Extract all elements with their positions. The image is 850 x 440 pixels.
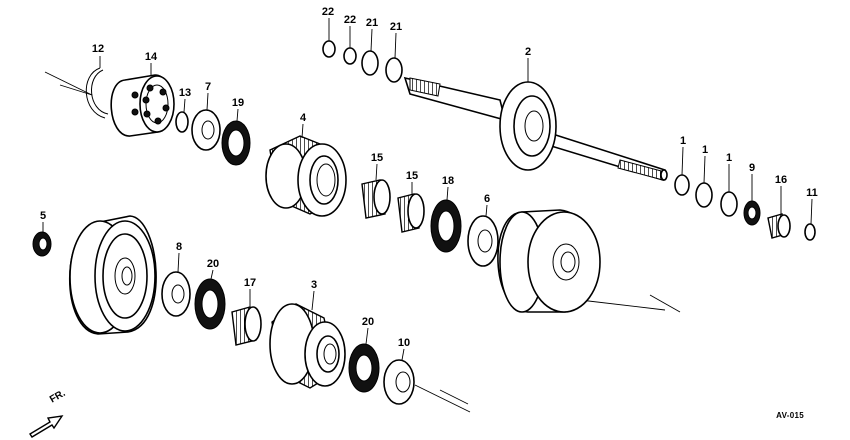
callout-18: 18 [441, 175, 455, 187]
thrust-washer-7 [191, 109, 221, 151]
callout-20a: 20 [206, 258, 220, 270]
snap-ring-21b [385, 57, 403, 83]
callout-3: 3 [310, 279, 318, 291]
callout-7: 7 [204, 81, 212, 93]
needle-bearing-15a [361, 179, 391, 219]
thrust-washer-10 [383, 359, 415, 405]
circlip-13 [175, 111, 189, 133]
oil-seal-5 [32, 231, 52, 257]
gear-3 [269, 303, 346, 389]
callout-4: 4 [299, 112, 307, 124]
snap-ring-12 [85, 67, 109, 119]
callout-11: 11 [806, 187, 818, 199]
callout-12: 12 [91, 43, 105, 55]
snap-ring-1a [674, 174, 690, 196]
clutch-drum-left [68, 215, 157, 335]
shim-22b [343, 47, 357, 65]
callout-1b: 1 [701, 144, 709, 156]
callout-15b: 15 [405, 170, 419, 182]
ball-bearing-14 [110, 74, 175, 137]
callout-21a: 21 [365, 17, 379, 29]
thrust-bearing-20a [194, 278, 226, 330]
centerline-upper [44, 71, 93, 96]
shim-22a [322, 40, 336, 58]
callout-10: 10 [397, 337, 411, 349]
gear-4 [265, 135, 347, 217]
callout-2: 2 [524, 46, 532, 58]
diagram-code: AV-015 [776, 411, 804, 420]
thrust-bearing-18 [430, 199, 462, 253]
callout-19: 19 [231, 97, 245, 109]
needle-bearing-16 [767, 213, 791, 239]
callout-1c: 1 [725, 152, 733, 164]
callout-21b: 21 [389, 21, 403, 33]
callout-22b: 22 [343, 14, 357, 26]
callout-8: 8 [175, 241, 183, 253]
front-arrow-icon [29, 415, 64, 438]
snap-ring-21a [361, 50, 379, 76]
callout-13: 13 [178, 87, 192, 99]
callout-14: 14 [144, 51, 158, 63]
centerline-lower [414, 294, 681, 413]
callout-22a: 22 [321, 6, 335, 18]
needle-bearing-17 [231, 306, 262, 346]
needle-bearing-15b [397, 193, 425, 233]
callout-15a: 15 [370, 152, 384, 164]
callout-16: 16 [774, 174, 788, 186]
callout-17: 17 [243, 277, 257, 289]
snap-ring-1c [720, 191, 738, 217]
snap-ring-11 [804, 223, 816, 241]
thrust-washer-6 [467, 215, 499, 267]
leader-lines [42, 18, 813, 361]
thrust-washer-8 [161, 271, 191, 317]
callout-6: 6 [483, 193, 491, 205]
clutch-drum-right [497, 209, 601, 313]
callout-20b: 20 [361, 316, 375, 328]
thrust-bearing-20b [348, 343, 380, 393]
callout-1a: 1 [679, 135, 687, 147]
spacer-9 [743, 200, 761, 226]
thrust-bearing-19 [221, 120, 251, 166]
callout-9: 9 [748, 162, 756, 174]
snap-ring-1b [695, 182, 713, 208]
callout-5: 5 [39, 210, 47, 222]
mainshaft-2 [403, 76, 668, 182]
